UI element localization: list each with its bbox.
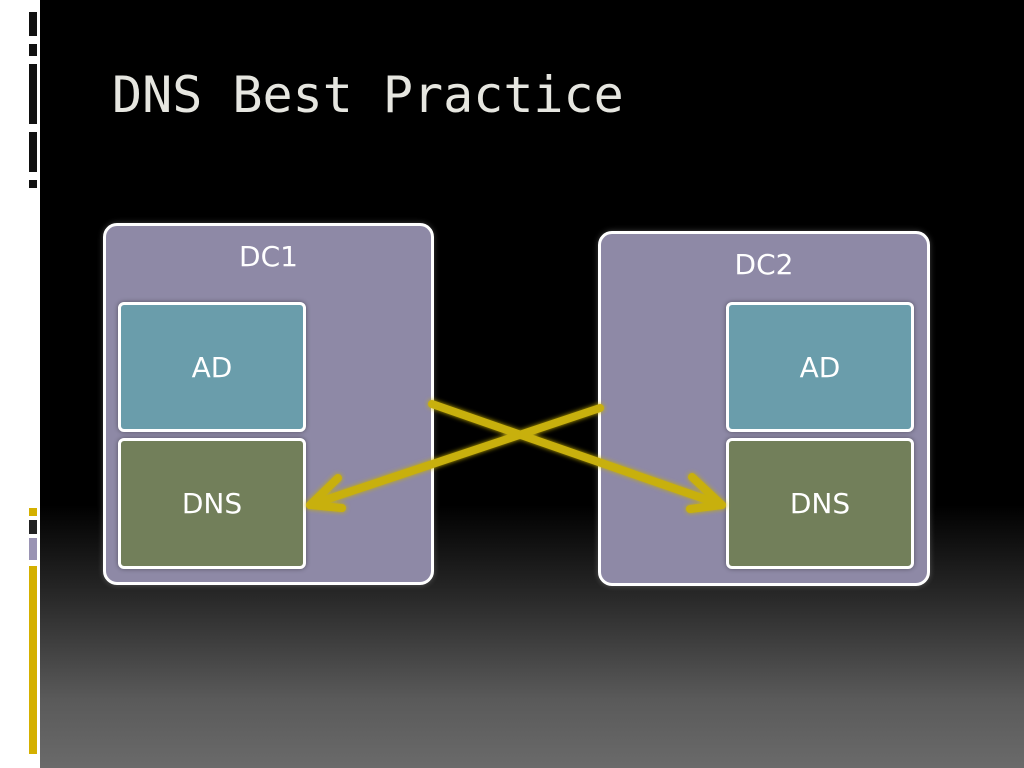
strip-box-3 (29, 64, 37, 124)
dc2-dns-box: DNS (726, 438, 914, 569)
accent-bar-lavender (29, 538, 37, 560)
dc1-ad-box: AD (118, 302, 306, 432)
arrow-dc2-to-dc1-dns (306, 404, 604, 509)
strip-box-2 (29, 44, 37, 56)
decorative-strip-pattern (29, 12, 37, 754)
arrowhead-dc1-dns (306, 474, 346, 512)
strip-box-1 (29, 12, 37, 36)
slide-title: DNS Best Practice (112, 66, 624, 124)
accent-bar-mid (29, 520, 37, 534)
arrow-dc1-to-dc2-dns (428, 400, 726, 509)
dc1-dns-box: DNS (118, 438, 306, 569)
dc2-label: DC2 (734, 248, 794, 281)
accent-bar-long (29, 566, 37, 754)
arrowhead-dc2-dns (686, 473, 726, 513)
strip-box-4 (29, 132, 37, 172)
dc2-ad-box: AD (726, 302, 914, 432)
dc1-label: DC1 (239, 240, 298, 273)
accent-bar-top (29, 508, 37, 516)
strip-box-5 (29, 180, 37, 188)
